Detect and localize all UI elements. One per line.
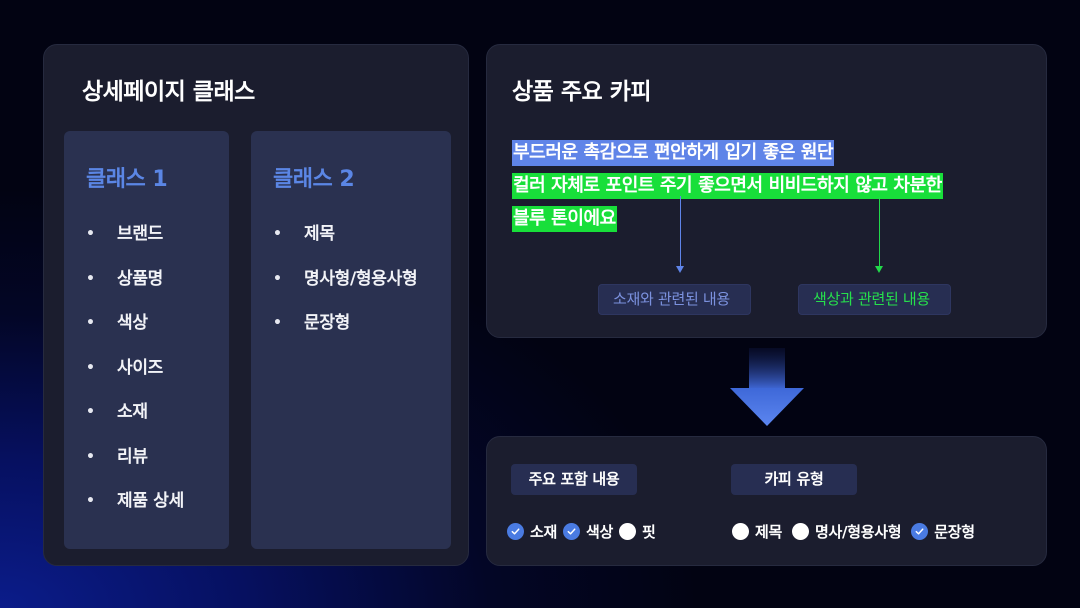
- bullet-icon: •: [86, 404, 95, 420]
- content-options: 소재 색상 핏: [507, 521, 662, 542]
- option-title[interactable]: 제목: [732, 521, 782, 542]
- bullet-icon: •: [273, 226, 282, 242]
- bullet-icon: •: [86, 359, 95, 376]
- list-item: • 사이즈: [86, 357, 184, 402]
- class-list: • 제목 • 명사형/형용사형 • 문장형: [273, 223, 418, 357]
- arrow-head-icon: [875, 266, 883, 273]
- bullet-icon: •: [86, 270, 95, 287]
- list-item: • 소재: [86, 401, 184, 446]
- checked-icon[interactable]: [563, 523, 581, 540]
- bullet-icon: •: [273, 270, 282, 287]
- class-title: 클래스 1: [86, 167, 168, 192]
- unchecked-circle-icon[interactable]: [732, 523, 749, 540]
- unchecked-circle-icon[interactable]: [792, 523, 810, 540]
- list-item-text: 명사형/형용사형: [304, 268, 418, 289]
- copy-line-material: 부드러운 촉감으로 편안하게 입기 좋은 원단: [512, 140, 835, 166]
- arrow-down-icon: [730, 348, 804, 426]
- class-title: 클래스 2: [273, 167, 355, 192]
- option-sentence[interactable]: 문장형: [911, 521, 975, 542]
- list-item: • 명사형/형용사형: [273, 268, 418, 313]
- type-options: 제목 명사/형용사형 문장형: [732, 521, 985, 542]
- panel-title: 상품 주요 카피: [512, 79, 651, 105]
- list-item-text: 제품 상세: [117, 491, 184, 511]
- checked-icon[interactable]: [911, 523, 929, 540]
- option-color[interactable]: 색상: [563, 521, 613, 542]
- list-item-text: 제목: [304, 224, 335, 244]
- result-panel: 주요 포함 내용 카피 유형 소재 색상 핏 제목 명사/형용사형 문장형: [486, 436, 1047, 566]
- list-item: • 리뷰: [86, 446, 184, 491]
- list-item: • 상품명: [86, 268, 184, 313]
- bullet-icon: •: [86, 315, 95, 331]
- copy-line-color: 블루 톤이에요: [512, 206, 617, 232]
- list-item-text: 사이즈: [117, 357, 164, 378]
- list-item: • 브랜드: [86, 223, 184, 268]
- option-label: 색상: [586, 523, 614, 541]
- bullet-icon: •: [86, 226, 95, 242]
- option-label: 명사/형용사형: [815, 523, 902, 541]
- list-item: • 제목: [273, 223, 417, 268]
- option-noun-adjective[interactable]: 명사/형용사형: [792, 521, 902, 542]
- list-item-text: 리뷰: [117, 446, 148, 467]
- option-label: 핏: [642, 523, 656, 541]
- bullet-icon: •: [273, 315, 282, 331]
- class-card-2: 클래스 2 • 제목 • 명사형/형용사형 • 문장형: [251, 131, 451, 549]
- list-item: • 색상: [86, 312, 184, 357]
- checked-icon[interactable]: [507, 523, 524, 540]
- copy-line-color: 컬러 자체로 포인트 주기 좋으면서 비비드하지 않고 차분한: [512, 173, 943, 199]
- list-item-text: 소재: [117, 402, 148, 422]
- panel-title: 상세페이지 클래스: [82, 79, 255, 105]
- bullet-icon: •: [86, 493, 95, 509]
- copy-text: 부드러운 촉감으로 편안하게 입기 좋은 원단 컬러 자체로 포인트 주기 좋으…: [512, 140, 943, 239]
- class-list: • 브랜드 • 상품명 • 색상 • 사이즈 • 소재 • 리뷰 • 제품 상세: [86, 223, 184, 535]
- list-item-text: 문장형: [304, 313, 351, 333]
- list-item-text: 상품명: [117, 268, 164, 289]
- bullet-icon: •: [86, 448, 95, 465]
- option-fit[interactable]: 핏: [619, 521, 656, 542]
- class-card-1: 클래스 1 • 브랜드 • 상품명 • 색상 • 사이즈 • 소재 • 리뷰 • 제품 상세: [64, 131, 229, 549]
- option-label: 문장형: [934, 523, 975, 541]
- tag-color-related: 색상과 관련된 내용: [798, 284, 951, 315]
- unchecked-circle-icon[interactable]: [619, 523, 637, 540]
- option-label: 제목: [755, 523, 783, 541]
- option-label: 소재: [530, 523, 558, 541]
- list-item: • 제품 상세: [86, 490, 184, 535]
- list-item-text: 브랜드: [117, 224, 164, 244]
- content-label: 주요 포함 내용: [511, 464, 637, 495]
- connector-line-material: [680, 196, 681, 268]
- arrow-head-icon: [676, 266, 684, 273]
- detail-page-class-panel: 상세페이지 클래스 클래스 1 • 브랜드 • 상품명 • 색상 • 사이즈 • 소재 •…: [43, 44, 469, 566]
- list-item: • 문장형: [273, 312, 417, 357]
- copy-type-label: 카피 유형: [731, 464, 857, 495]
- list-item-text: 색상: [117, 313, 148, 333]
- connector-line-color: [879, 197, 880, 269]
- tag-material-related: 소재와 관련된 내용: [598, 284, 751, 315]
- product-copy-panel: 상품 주요 카피 부드러운 촉감으로 편안하게 입기 좋은 원단 컬러 자체로 …: [486, 44, 1047, 338]
- option-material[interactable]: 소재: [507, 521, 557, 542]
